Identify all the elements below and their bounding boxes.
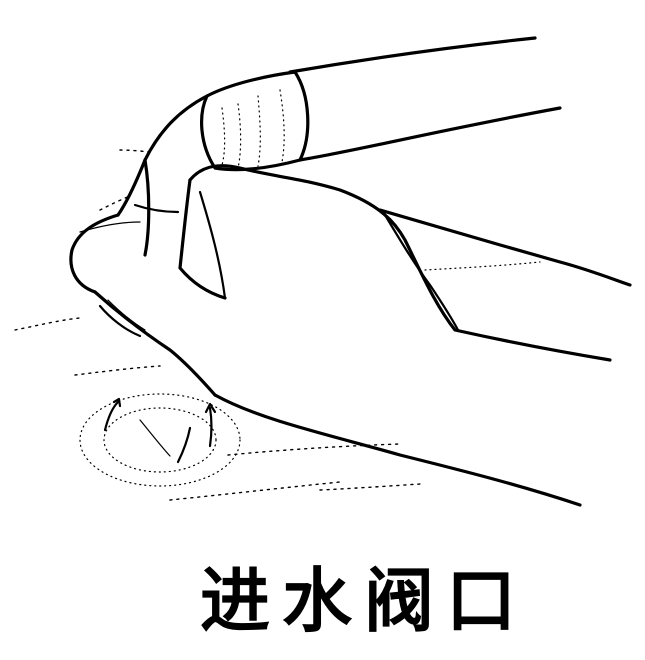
water-hose	[200, 36, 562, 172]
hand	[69, 94, 632, 507]
hand-connecting-hose-illustration	[14, 36, 632, 507]
inlet-valve-opening	[79, 393, 241, 487]
inlet-valve-caption: 进水阀口	[200, 560, 528, 642]
surface-guides	[14, 149, 421, 501]
